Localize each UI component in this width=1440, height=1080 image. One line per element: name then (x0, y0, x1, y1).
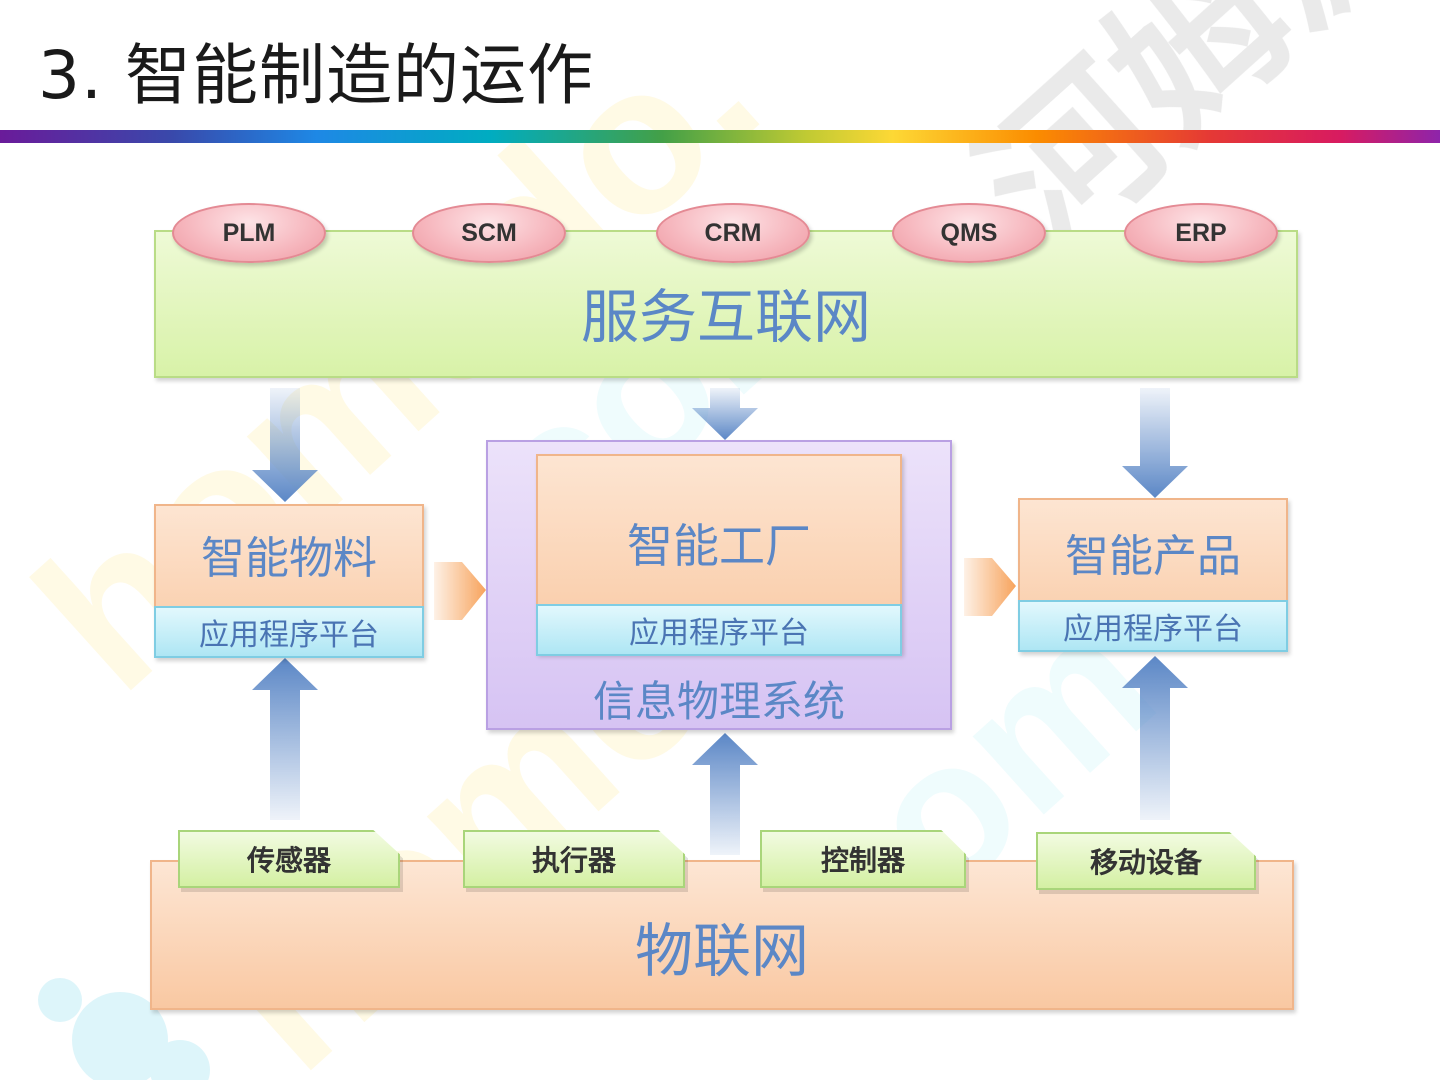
smart-factory-label: 智能工厂 (627, 519, 811, 573)
system-pill-erp: ERP (1124, 203, 1278, 263)
smart-product-platform: 应用程序平台 (1018, 600, 1288, 652)
system-pill-plm: PLM (172, 203, 326, 263)
smart-material-platform: 应用程序平台 (154, 606, 424, 658)
cps-label: 信息物理系统 (592, 677, 845, 726)
service-internet-label: 服务互联网 (580, 283, 871, 351)
smart-product-label: 智能产品 (1065, 531, 1241, 582)
system-pill-crm: CRM (656, 203, 810, 263)
arrow-up-right (1122, 656, 1188, 820)
iot-label: 物联网 (634, 917, 809, 985)
smart-material-label: 智能物料 (201, 533, 377, 584)
arrow-down-right (1122, 388, 1188, 498)
arrow-right-1 (434, 562, 486, 620)
device-tab-mobile: 移动设备 (1036, 832, 1256, 890)
arrow-up-left (252, 658, 318, 820)
arrow-down-left (252, 388, 318, 502)
arrow-right-2 (964, 558, 1016, 616)
device-tab-actuator: 执行器 (463, 830, 685, 888)
arrow-up-center (692, 733, 758, 855)
device-tab-controller: 控制器 (760, 830, 966, 888)
page-title: 3. 智能制造的运作 (38, 37, 594, 114)
device-tab-sensor: 传感器 (178, 830, 400, 888)
system-pill-scm: SCM (412, 203, 566, 263)
smart-factory-platform: 应用程序平台 (536, 604, 902, 656)
title-divider (0, 130, 1440, 143)
system-pill-qms: QMS (892, 203, 1046, 263)
arrow-down-center (692, 388, 758, 440)
